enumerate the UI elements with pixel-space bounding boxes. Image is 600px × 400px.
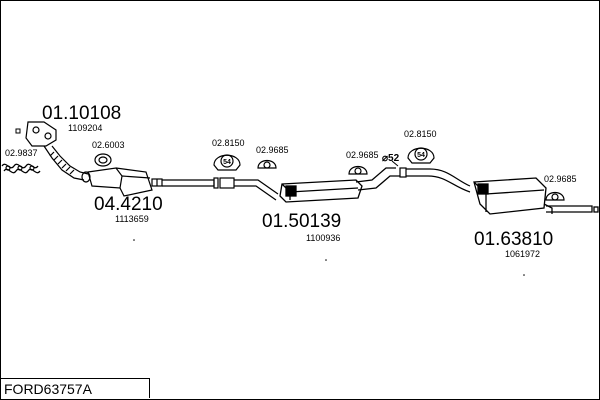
accessory-code: 02.9685 [346,150,379,160]
washer-icon [15,128,21,134]
rubber-hanger-icon [213,154,241,171]
dot-marker [523,274,525,276]
accessory-code: 02.9685 [256,145,289,155]
clamp-badge: 54 [417,152,425,159]
part-ref: 1061972 [505,249,541,259]
small-hanger-icon [545,191,565,201]
part-ref: 1100936 [306,233,341,243]
part-code: 01.50139 [262,211,342,232]
dot-marker [325,259,327,261]
intermediate-pipe-icon [162,177,279,201]
small-hanger-icon [348,165,368,175]
part-code: 01.10108 [42,103,122,124]
diagram-title: FORD63757A [4,381,92,397]
rear-pipe-icon [399,167,471,193]
clamp-badge: 54 [223,159,231,166]
part-ref: 1113659 [115,214,149,224]
accessory-code: 02.9837 [5,148,38,158]
part-ref: 1109204 [68,123,103,133]
clamp-ring-icon [94,153,112,167]
small-hanger-icon [257,159,277,169]
accessory-code: 02.8150 [212,138,245,148]
catalytic-converter-icon [87,167,163,197]
accessory-code: 02.8150 [404,129,437,139]
accessory-code: 02.9685 [544,174,577,184]
rubber-hanger-icon [407,147,435,164]
accessory-code: 02.6003 [92,140,125,150]
pipe-diameter-label: ⌀52 [382,153,400,164]
title-box: FORD63757A [0,378,150,398]
part-code: 04.4210 [94,194,163,215]
diameter-leader [391,160,399,167]
part-code: 01.63810 [474,229,554,250]
dot-marker [133,239,135,241]
manifold-gasket-icon [1,163,41,174]
rear-silencer-icon [473,177,599,215]
centre-silencer-icon [279,167,400,203]
